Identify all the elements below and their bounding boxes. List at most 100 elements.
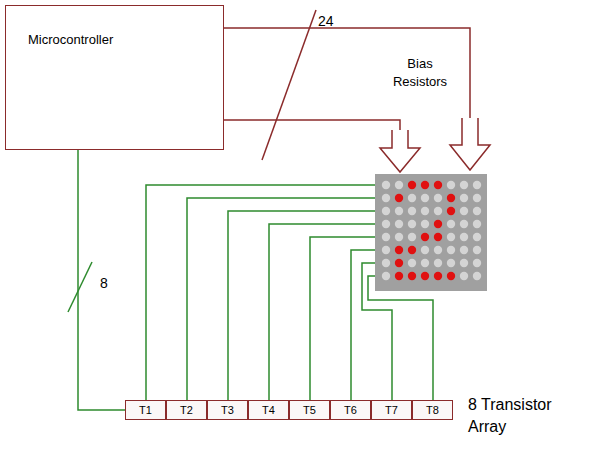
led-off (460, 207, 468, 215)
led-off (447, 220, 455, 228)
row-wire (351, 250, 375, 400)
led-on (434, 181, 442, 189)
row-wire (187, 198, 375, 400)
led-off (382, 194, 390, 202)
led-on (447, 194, 455, 202)
array-label: 8 Transistor Array (468, 394, 578, 437)
led-on (434, 233, 442, 241)
led-off (460, 181, 468, 189)
bus-slash (262, 10, 316, 160)
led-on (408, 181, 416, 189)
transistor-label: T5 (303, 404, 316, 416)
transistor-label: T2 (180, 404, 193, 416)
led-off (473, 181, 481, 189)
led-on (447, 272, 455, 280)
led-off (460, 246, 468, 254)
bias-wire (224, 28, 470, 118)
transistor-box: T7 (371, 400, 412, 420)
led-off (447, 233, 455, 241)
led-on (395, 246, 403, 254)
led-off (421, 259, 429, 267)
led-on (395, 259, 403, 267)
led-on (421, 181, 429, 189)
led-off (408, 207, 416, 215)
led-on (434, 272, 442, 280)
led-on (421, 272, 429, 280)
led-off (395, 233, 403, 241)
bus-width: 8 (100, 274, 120, 293)
led-off (382, 220, 390, 228)
led-off (408, 220, 416, 228)
led-on (447, 207, 455, 215)
led-on (408, 246, 416, 254)
led-off (408, 233, 416, 241)
transistor-box: T5 (289, 400, 330, 420)
led-off (382, 246, 390, 254)
transistor-label: T3 (221, 404, 234, 416)
led-off (434, 259, 442, 267)
led-off (434, 246, 442, 254)
bus-width: 24 (318, 12, 348, 31)
transistor-label: T6 (344, 404, 357, 416)
led-on (408, 272, 416, 280)
transistor-box: T6 (330, 400, 371, 420)
led-off (473, 220, 481, 228)
hollow-arrow (450, 118, 490, 170)
led-off (421, 207, 429, 215)
led-off (382, 207, 390, 215)
led-off (382, 272, 390, 280)
row-wire (269, 224, 375, 400)
control-bus (78, 150, 125, 410)
led-off (460, 233, 468, 241)
row-wire (310, 237, 375, 400)
row-wire (228, 211, 375, 400)
transistor-box: T3 (207, 400, 248, 420)
transistor-label: T4 (262, 404, 275, 416)
led-off (460, 259, 468, 267)
led-off (460, 194, 468, 202)
led-off (473, 194, 481, 202)
led-off (434, 207, 442, 215)
transistor-box: T8 (412, 400, 453, 420)
led-off (421, 246, 429, 254)
transistor-box: T1 (125, 400, 166, 420)
transistor-label: T1 (139, 404, 152, 416)
led-off (460, 272, 468, 280)
led-off (382, 181, 390, 189)
led-off (395, 207, 403, 215)
led-off (447, 181, 455, 189)
led-dots (382, 181, 481, 280)
led-off (395, 181, 403, 189)
led-on (421, 233, 429, 241)
row-wire (368, 276, 433, 400)
led-off (473, 207, 481, 215)
led-off (447, 246, 455, 254)
led-off (408, 194, 416, 202)
led-off (408, 259, 416, 267)
led-off (421, 194, 429, 202)
led-off (382, 233, 390, 241)
led-off (395, 220, 403, 228)
transistor-box: T2 (166, 400, 207, 420)
led-off (434, 194, 442, 202)
led-off (473, 259, 481, 267)
led-on (395, 194, 403, 202)
led-off (473, 246, 481, 254)
bias-resistors-label: Bias Resistors (384, 55, 456, 90)
led-matrix (375, 174, 487, 291)
led-off (382, 259, 390, 267)
microcontroller-box: Microcontroller (5, 5, 224, 150)
led-off (447, 259, 455, 267)
bus-slash (68, 262, 92, 312)
led-off (421, 220, 429, 228)
block-title: Microcontroller (28, 32, 223, 47)
row-wire (146, 185, 375, 400)
bias-wire (224, 120, 400, 130)
transistor-label: T7 (385, 404, 398, 416)
led-on (434, 220, 442, 228)
led-on (395, 272, 403, 280)
led-off (473, 233, 481, 241)
transistor-box: T4 (248, 400, 289, 420)
transistor-label: T8 (426, 404, 439, 416)
hollow-arrow (380, 130, 420, 172)
